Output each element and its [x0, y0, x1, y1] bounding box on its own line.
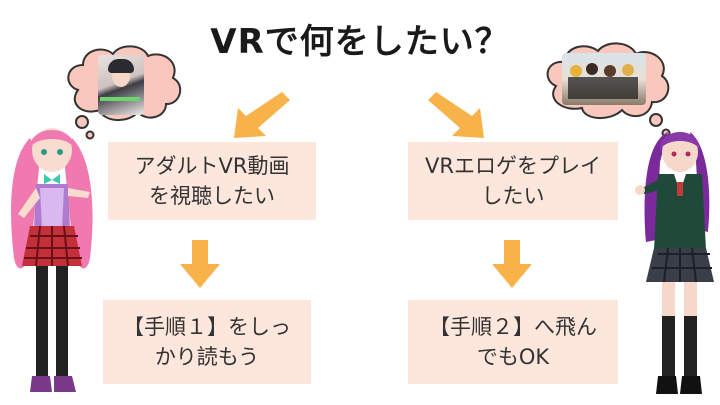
step1-box: 【手順１】をしっ かり読もう — [103, 300, 311, 384]
arrow-down-icon-left — [180, 240, 220, 288]
game-thumbnail — [562, 53, 646, 105]
watch-vr-video-box: アダルトVR動画 を視聴したい — [108, 142, 316, 220]
box-line: 【手順２】へ飛ん — [429, 315, 597, 339]
box-line: アダルトVR動画 — [134, 154, 290, 178]
character-pink-hair — [11, 122, 93, 392]
box-line: かり読もう — [154, 345, 260, 369]
arrow-down-right-icon — [428, 92, 484, 138]
page-title: VRで何をしたい？ — [210, 22, 510, 62]
box-line: でもOK — [476, 345, 550, 369]
character-purple-hair — [635, 132, 714, 394]
box-line: を視聴したい — [149, 184, 275, 208]
step2-box: 【手順２】へ飛ん でもOK — [408, 300, 618, 384]
box-line: したい — [481, 184, 545, 208]
arrow-down-left-icon — [234, 92, 290, 138]
play-vr-game-box: VRエロゲをプレイ したい — [408, 142, 618, 220]
video-thumbnail — [98, 55, 144, 115]
box-line: 【手順１】をしっ — [123, 315, 291, 339]
box-line: VRエロゲをプレイ — [425, 154, 601, 178]
arrow-down-icon-right — [492, 240, 532, 288]
